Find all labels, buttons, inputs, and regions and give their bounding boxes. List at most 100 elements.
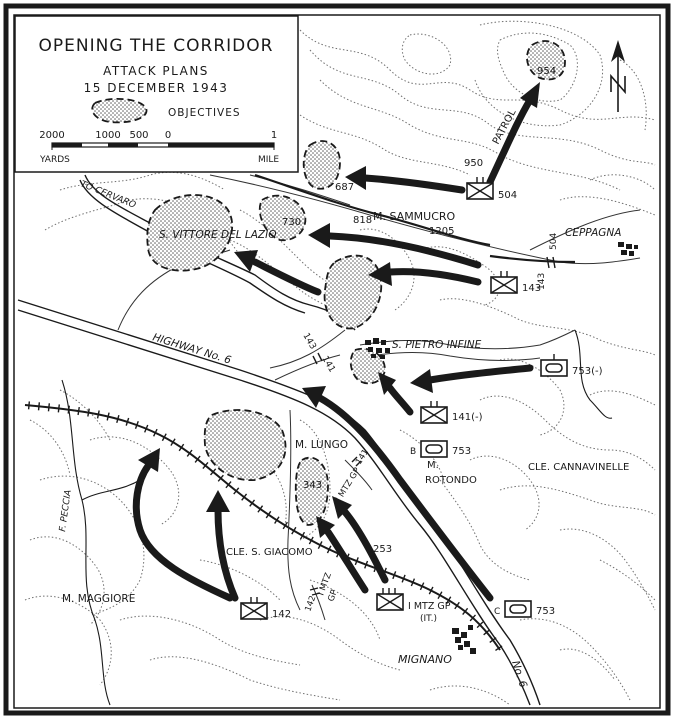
rail-tie: [161, 433, 167, 442]
objective-730: [258, 194, 307, 242]
rail-tie: [462, 607, 469, 616]
rail-tie: [96, 410, 100, 419]
railway: [24, 401, 503, 651]
scale-tick-1: 1: [271, 130, 277, 141]
objectives: [146, 40, 566, 526]
rail-tie: [483, 629, 491, 636]
unit-label-753a: 753(-): [572, 366, 603, 377]
legend-title: OPENING THE CORRIDOR: [39, 36, 274, 56]
rail-tie: [489, 637, 497, 644]
rail-tie: [67, 405, 70, 414]
elevation-labels: 954 950 687 1205 818 730 343 253: [282, 66, 556, 555]
elevation-730: 730: [282, 217, 301, 228]
elevation-818: 818: [353, 215, 372, 226]
rail-tie: [152, 428, 158, 437]
label-ceppagna: CEPPAGNA: [565, 227, 621, 239]
boundary-143: 143: [537, 273, 547, 290]
rail-tie: [106, 412, 110, 421]
road-to-cervaro: [84, 174, 356, 331]
label-m-rotondo-m: M.: [427, 460, 439, 471]
rail-tie: [476, 621, 484, 629]
rail-tie: [134, 421, 139, 430]
rail-tie: [401, 574, 406, 583]
elevation-253: 253: [373, 544, 392, 555]
rail-tie: [57, 404, 60, 413]
rail-tie: [178, 443, 185, 452]
objective-m-lungo-west: [203, 409, 287, 481]
rail-tie: [326, 545, 332, 554]
unit-boundaries: [254, 173, 576, 621]
unit-label-1mtz-it: (IT.): [420, 614, 437, 624]
scale-unit-yards: YARDS: [39, 155, 70, 165]
tank-unit-icon: [504, 600, 532, 618]
objective-687: [302, 140, 341, 190]
infantry-unit-icon: [376, 588, 404, 611]
unit-label-141: 141(-): [452, 412, 483, 423]
rail-tie: [282, 521, 288, 530]
label-s-pietro: S. PIETRO INFINE: [392, 339, 482, 351]
unit-labels: 504 143 753(-) 141(-) B 753 C 753 142 I …: [272, 190, 603, 624]
rail-tie: [217, 474, 224, 482]
label-cle-cannavinelle: CLE. CANNAVINELLE: [528, 462, 629, 473]
legend-subtitle: ATTACK PLANS: [103, 64, 209, 78]
rail-tie: [445, 596, 452, 604]
units: [240, 177, 568, 620]
label-cle-s-giacomo: CLE. S. GIACOMO: [226, 547, 313, 558]
scale-unit-mile: MILE: [258, 155, 279, 165]
unit-label-1mtz: I MTZ GP: [408, 601, 451, 612]
objective-area-icon: [91, 97, 148, 124]
rail-tie: [27, 401, 31, 410]
boundary-gp-b: GP: [326, 589, 339, 603]
label-m-sammucro: M. SAMMUCRO: [373, 210, 456, 223]
elevation-950: 950: [464, 158, 483, 169]
objective-343: [294, 456, 329, 526]
rail-tie: [454, 601, 460, 610]
rail-tie: [37, 402, 41, 411]
rail-tie: [194, 455, 201, 463]
rail-tie: [265, 510, 272, 519]
elevation-954: 954: [537, 66, 556, 77]
rail-tie: [116, 414, 120, 424]
town-icon: [365, 338, 390, 359]
rivers: [61, 329, 613, 706]
rail-tie: [410, 578, 416, 587]
rail-tie: [144, 424, 149, 433]
boundary-504: 504: [549, 233, 559, 250]
scale-bar: [51, 142, 275, 150]
objective-s-vittore: [146, 194, 233, 272]
rail-tie: [47, 403, 51, 412]
rail-tie: [77, 406, 80, 416]
rail-tie: [354, 557, 359, 566]
legend-objectives-label: OBJECTIVES: [168, 107, 241, 119]
label-m-lungo: M. LUNGO: [295, 439, 348, 451]
label-m-rotondo: ROTONDO: [425, 475, 477, 486]
attack-arrows: [132, 82, 540, 602]
legend-date: 15 DECEMBER 1943: [84, 81, 229, 95]
rail-tie: [299, 531, 306, 540]
rail-tie: [202, 461, 209, 470]
unit-label-142: 142: [272, 609, 291, 620]
road-to-ceppagna: [209, 174, 641, 265]
infantry-unit-icon: [490, 271, 518, 294]
infantry-unit-icon: [466, 177, 494, 200]
rail-tie: [170, 438, 176, 446]
infantry-unit-icon: [240, 597, 268, 620]
map-legend: OPENING THE CORRIDOR ATTACK PLANS 15 DEC…: [14, 15, 299, 173]
rail-tie: [495, 645, 503, 651]
elevation-343: 343: [303, 480, 322, 491]
rail-tie: [257, 505, 264, 513]
objective-954: [526, 40, 566, 81]
unit-label-753b: 753: [452, 446, 471, 457]
rail-tie: [308, 536, 314, 545]
rail-tie: [87, 408, 90, 417]
rail-tie: [210, 468, 217, 476]
objective-s-pietro: [349, 347, 386, 385]
rail-tie: [392, 571, 397, 580]
rail-tie: [419, 582, 425, 591]
rail-tie: [291, 526, 297, 535]
rail-tie: [233, 487, 240, 495]
tank-unit-icon: [420, 440, 448, 458]
unit-label-753b-prefix: B: [410, 447, 416, 457]
map-frame: [3, 3, 671, 716]
